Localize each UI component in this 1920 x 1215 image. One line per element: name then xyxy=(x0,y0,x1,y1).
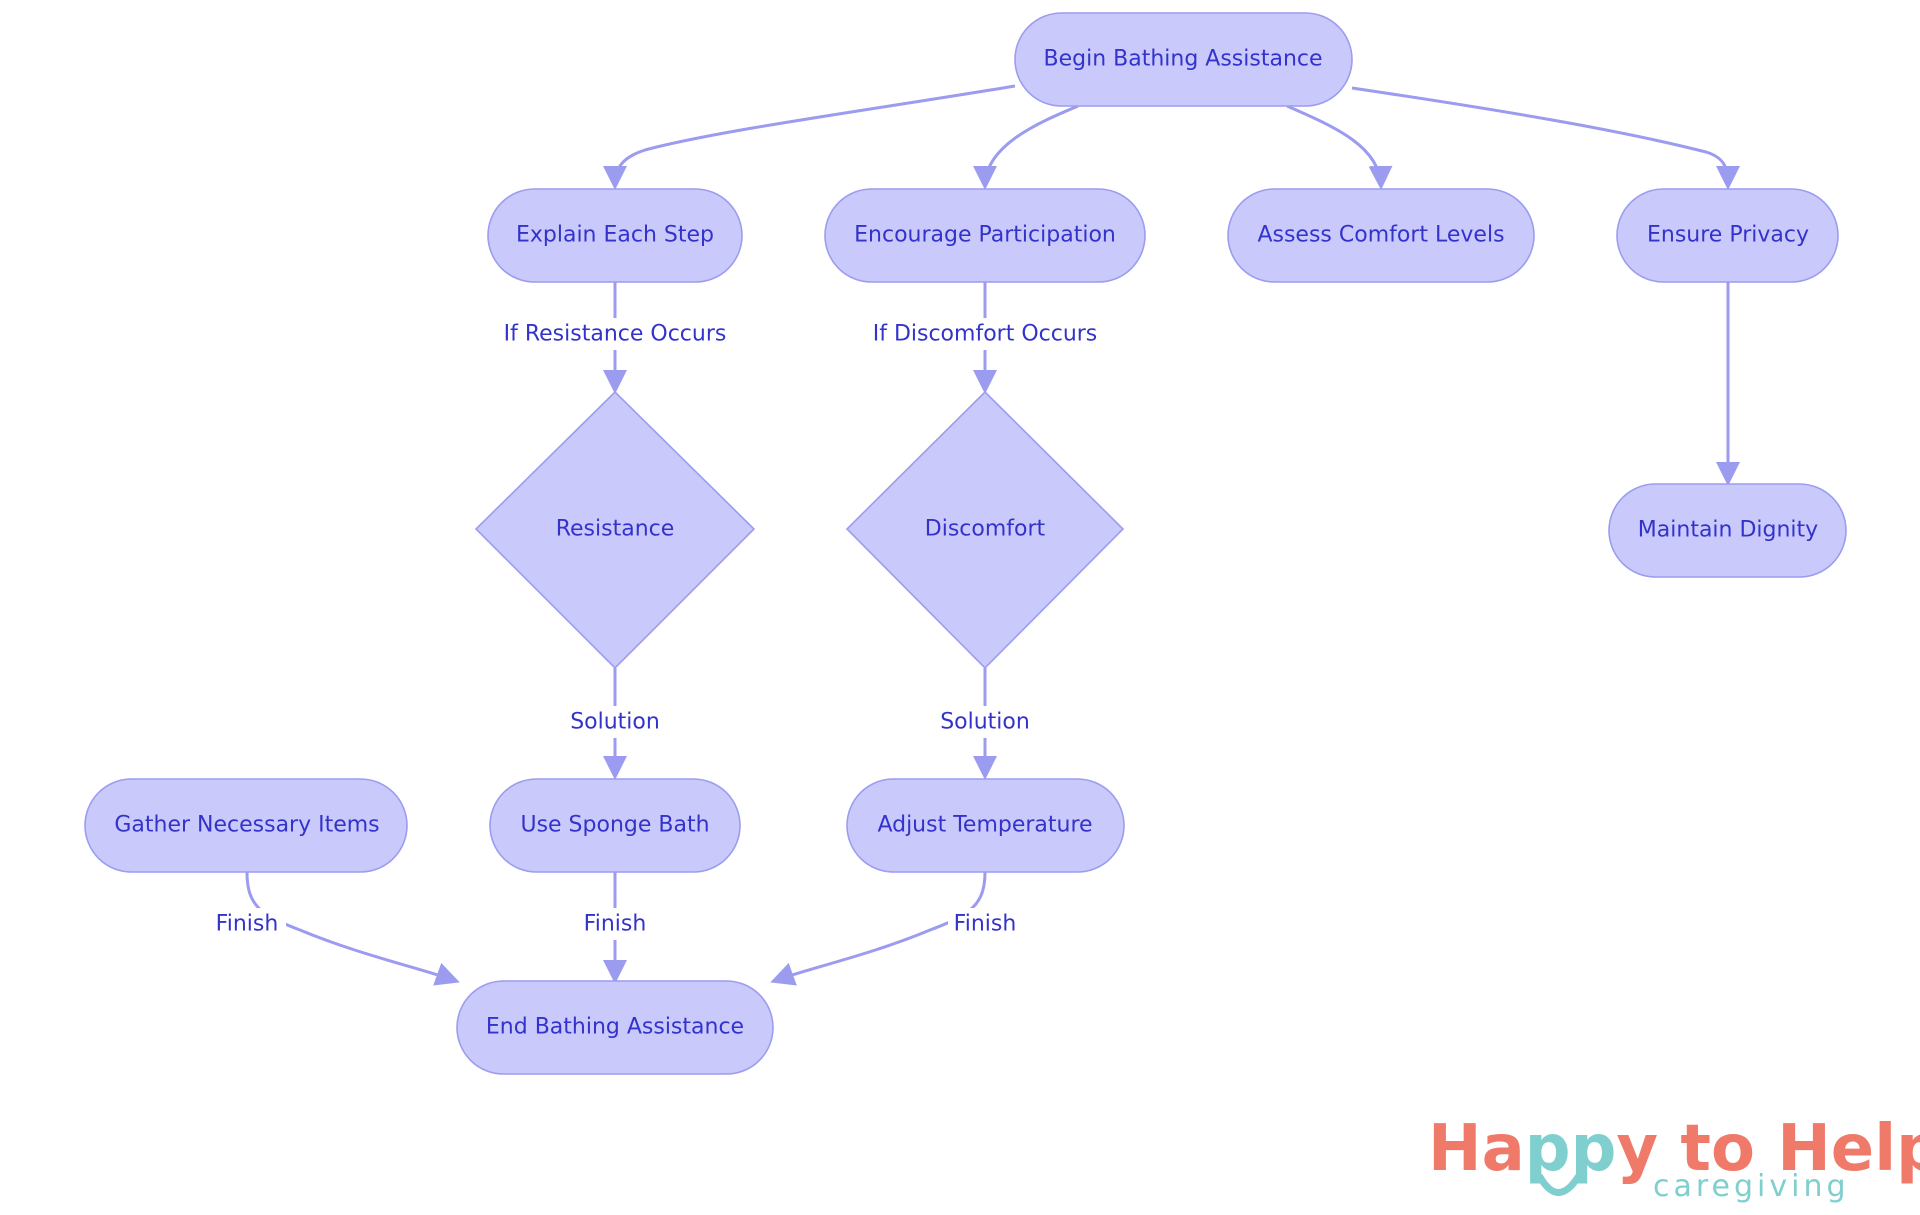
node-label: Gather Necessary Items xyxy=(114,813,379,838)
node-label: Adjust Temperature xyxy=(877,813,1092,838)
edge-label-bg xyxy=(948,908,1024,940)
node-label: Ensure Privacy xyxy=(1647,223,1809,248)
edge-begin-privacy xyxy=(1351,86,1740,190)
node-ensure-privacy[interactable]: Ensure Privacy xyxy=(1616,188,1839,283)
edge-labels: If Resistance Occurs If Discomfort Occur… xyxy=(210,318,1100,940)
edge-label-finish-1: Finish xyxy=(216,912,279,937)
smile-icon xyxy=(1536,1173,1582,1196)
nodes: Begin Bathing Assistance Explain Each St… xyxy=(84,12,1847,1075)
edge-label-solution-2: Solution xyxy=(940,710,1030,735)
logo-wordmark: Happy to Help xyxy=(1428,1112,1920,1186)
edge-label-bg xyxy=(935,706,1035,738)
node-label: Begin Bathing Assistance xyxy=(1043,47,1322,72)
edge-label-bg xyxy=(870,318,1100,350)
node-label: End Bathing Assistance xyxy=(486,1015,744,1040)
node-maintain-dignity[interactable]: Maintain Dignity xyxy=(1608,483,1847,578)
node-use-sponge-bath[interactable]: Use Sponge Bath xyxy=(489,778,741,873)
node-label: Encourage Participation xyxy=(854,223,1116,248)
node-begin-bathing-assistance[interactable]: Begin Bathing Assistance xyxy=(1014,12,1353,107)
node-label: Resistance xyxy=(556,517,675,542)
edge-begin-encourage xyxy=(973,104,1079,190)
node-adjust-temperature[interactable]: Adjust Temperature xyxy=(846,778,1125,873)
node-label: Assess Comfort Levels xyxy=(1257,223,1504,248)
edge-gather-end xyxy=(245,871,460,986)
logo-part: Ha xyxy=(1428,1112,1525,1186)
happy-to-help-logo: Happy to Help caregiving xyxy=(1428,1112,1920,1204)
edge-label-if-resistance: If Resistance Occurs xyxy=(504,322,727,347)
edge-begin-explain xyxy=(603,84,1016,190)
node-label: Maintain Dignity xyxy=(1638,518,1818,543)
edge-label-bg xyxy=(500,318,730,350)
node-label: Use Sponge Bath xyxy=(520,813,709,838)
edge-temperature-end xyxy=(770,871,987,986)
node-encourage-participation[interactable]: Encourage Participation xyxy=(824,188,1146,283)
node-assess-comfort-levels[interactable]: Assess Comfort Levels xyxy=(1227,188,1535,283)
node-explain-each-step[interactable]: Explain Each Step xyxy=(487,188,743,283)
edge-label-bg xyxy=(210,908,286,940)
node-resistance-decision[interactable]: Resistance xyxy=(474,390,756,670)
edge-label-if-discomfort: If Discomfort Occurs xyxy=(873,322,1098,347)
node-gather-necessary-items[interactable]: Gather Necessary Items xyxy=(84,778,408,873)
node-label: Discomfort xyxy=(925,517,1046,542)
edge-label-solution-1: Solution xyxy=(570,710,660,735)
logo-tagline: caregiving xyxy=(1653,1169,1850,1204)
node-end-bathing-assistance[interactable]: End Bathing Assistance xyxy=(456,980,774,1075)
node-discomfort-decision[interactable]: Discomfort xyxy=(845,390,1125,670)
logo-part: y to Help xyxy=(1616,1112,1920,1186)
node-label: Explain Each Step xyxy=(516,223,714,248)
edge-begin-assess xyxy=(1286,104,1393,190)
edge-label-finish-3: Finish xyxy=(954,912,1017,937)
edge-label-bg xyxy=(578,908,654,940)
edge-label-bg xyxy=(565,706,665,738)
edge-label-finish-2: Finish xyxy=(584,912,647,937)
